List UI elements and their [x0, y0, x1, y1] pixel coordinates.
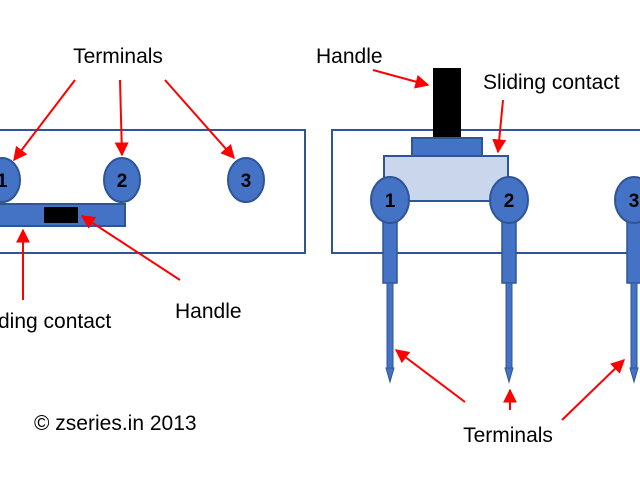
right-terminal-1: 1: [370, 176, 410, 384]
left-terminal-1-number: 1: [0, 171, 8, 192]
left-terminals-label: Terminals: [73, 45, 163, 68]
left-handle: [44, 207, 78, 223]
left-terminals-arrow-3: [164, 79, 235, 160]
left-terminal-3: 3: [227, 157, 265, 203]
right-terminals-arrow-3: [561, 359, 626, 421]
left-handle-label: Handle: [175, 300, 242, 323]
left-switch: 1 2 3 Terminals ding contact Handle: [0, 45, 306, 333]
right-terminal-3: 3: [614, 176, 640, 384]
left-handle-arrow: [80, 215, 181, 281]
left-terminals-arrow-1: [13, 79, 76, 162]
right-terminals-arrow-1: [394, 349, 466, 403]
right-handle: [433, 68, 461, 138]
right-handle-base: [411, 137, 483, 157]
right-terminal-1-number: 1: [385, 191, 396, 212]
right-terminal-3-number: 3: [629, 191, 640, 212]
left-terminal-2-number: 2: [117, 171, 128, 192]
left-terminal-1: 1: [0, 157, 21, 203]
right-handle-arrow: [372, 69, 430, 89]
right-sliding-contact-label: Sliding contact: [483, 71, 620, 94]
copyright-text: © zseries.in 2013: [34, 412, 197, 435]
left-terminal-3-number: 3: [241, 171, 252, 192]
left-sliding-contact-label: ding contact: [0, 310, 111, 333]
right-switch: 1 2 3 Handle Sliding contact Terminals: [316, 45, 640, 447]
left-terminal-2: 2: [103, 157, 141, 203]
right-sliding-contact-arrow: [492, 99, 507, 154]
right-terminal-2: 2: [489, 176, 529, 384]
right-terminals-label: Terminals: [463, 424, 553, 447]
right-terminal-2-number: 2: [504, 191, 515, 212]
right-handle-label: Handle: [316, 45, 383, 68]
left-terminals-arrow-2: [114, 79, 129, 157]
